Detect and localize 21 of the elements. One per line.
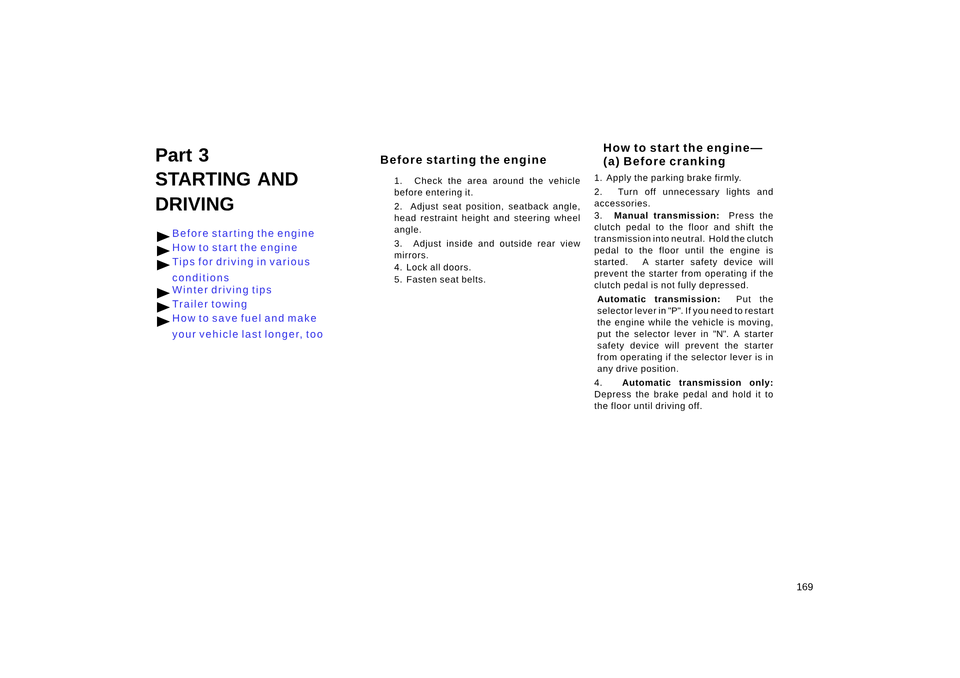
contents-entry: How to start the engine [173,243,297,254]
section-heading: Before starting the engine [381,155,546,166]
step-text: 1. Check the area around the vehicle before entering it. [394,177,580,198]
step-text: 2. Turn off unnecessary lights and accessories. [594,188,773,207]
step-text: 4. Lock all doors. [394,264,470,270]
step-text: 1. Apply the parking brake firmly. [594,174,741,183]
section-heading: How to start the engine— (a) Before cranking [604,143,762,168]
contents-entry: Tips for driving in various conditions [172,258,310,282]
contents-entry: Trailer towing [172,300,246,310]
step-text: 5. Fasten seat belts. [394,276,486,283]
contents-entry: Winter driving tips [172,286,272,296]
step-text: 4. Automatic transmission only: Depress the brake pedal and hold it to the floor until driving off. [594,379,773,411]
step-text: 2. Adjust seat position, seatback angle, head restraint height and steering wheel angle. [394,202,580,235]
contents-entry: How to save fuel and make your vehicle last longer, too [172,314,322,340]
part-title: STARTING AND DRIVING [156,172,298,211]
page-number: 169 [797,583,813,590]
step-text: 3. Adjust inside and outside rear view mirrors. [394,240,580,258]
step-text: 3. Manual transmission: Press the clutch pedal to the floor and shift the transmission into neutral. Hold the clutch pedal to the floor until the engine is started. A starter safety device will prevent the starter from operating if the clutch pedal is not fully depressed. [594,212,773,290]
part-number: Part 3 [156,148,208,162]
contents-entry: Before starting the engine [173,229,314,239]
body-text: Automatic transmission: Put the selector lever in "P". If you need to restart the engine while the vehicle is moving, put the selector lever in "N". A starter safety device will prevent the starter from operating if the selector lever is in any drive position. [597,296,774,374]
